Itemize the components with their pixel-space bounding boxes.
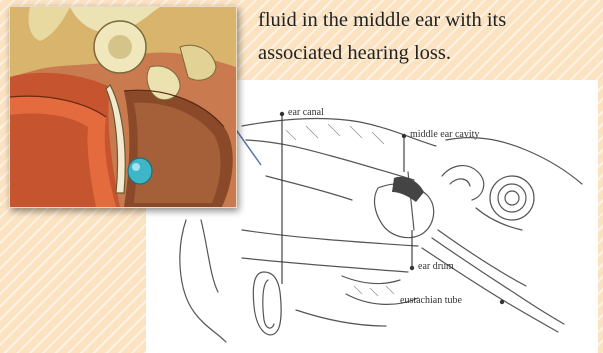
body-text: fluid in the middle ear with its associa… <box>258 4 598 70</box>
label-middle-ear-cavity: middle ear cavity <box>410 129 479 140</box>
label-eustachian-tube: eustachian tube <box>400 295 462 306</box>
body-text-line-2: associated hearing loss. <box>258 37 598 70</box>
label-ear-drum: ear drum <box>418 261 454 272</box>
body-text-line-1: fluid in the middle ear with its <box>258 4 598 37</box>
ear-cross-section-illustration <box>9 6 237 208</box>
label-ear-canal: ear canal <box>288 107 324 118</box>
